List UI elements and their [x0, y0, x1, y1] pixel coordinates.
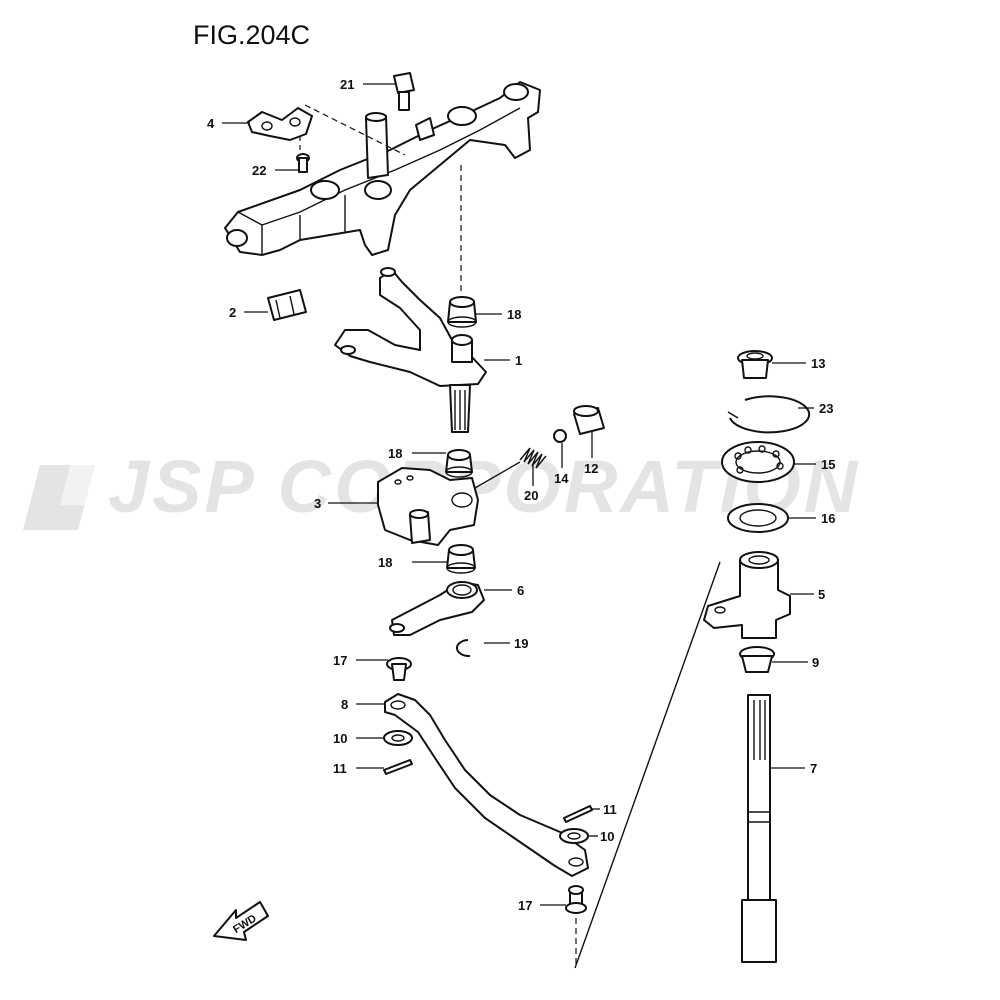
part-11-cotter-pin-lower — [563, 805, 593, 823]
part-12-sleeve — [573, 405, 605, 435]
callout-18-lower: 18 — [378, 555, 392, 570]
part-10-washer-lower — [559, 828, 589, 844]
part-5-rod-guide — [703, 551, 791, 639]
callout-11-lower: 11 — [603, 802, 617, 817]
callout-23: 23 — [819, 401, 833, 416]
part-15-bearing — [721, 441, 795, 483]
part-4-plate — [247, 107, 313, 141]
part-14-ball — [553, 429, 567, 443]
callout-2: 2 — [229, 305, 236, 320]
shift-bracket-housing — [224, 81, 541, 256]
callout-19: 19 — [514, 636, 528, 651]
callouts: 21 4 22 2 18 1 18 3 20 14 12 18 — [207, 77, 835, 913]
callout-5: 5 — [818, 587, 825, 602]
part-22-screw — [296, 153, 310, 173]
callout-20: 20 — [524, 488, 538, 503]
callout-17-upper: 17 — [333, 653, 347, 668]
part-13-plug — [737, 350, 773, 379]
callout-10-lower: 10 — [600, 829, 614, 844]
part-16-oil-seal — [727, 503, 789, 533]
part-11-cotter-pin-upper — [383, 759, 413, 775]
callout-18-upper: 18 — [507, 307, 521, 322]
callout-4: 4 — [207, 116, 215, 131]
part-17-collar-lower — [565, 885, 587, 914]
callout-13: 13 — [811, 356, 825, 371]
part-2-clip — [267, 289, 307, 321]
callout-22: 22 — [252, 163, 266, 178]
callout-15: 15 — [821, 457, 835, 472]
assembly-line-right — [574, 561, 721, 969]
callout-11-upper: 11 — [333, 761, 347, 776]
part-23-snap-ring — [727, 395, 811, 434]
part-1-shift-lever — [334, 267, 487, 433]
figure-title: FIG.204C — [193, 20, 310, 50]
fwd-arrow-icon: FWD — [213, 901, 269, 941]
callout-10-upper: 10 — [333, 731, 347, 746]
spring-axis-line — [474, 461, 521, 489]
part-9-seal — [739, 646, 775, 673]
callout-3: 3 — [314, 496, 321, 511]
part-21-bolt — [393, 72, 415, 111]
callout-16: 16 — [821, 511, 835, 526]
callout-1: 1 — [515, 353, 522, 368]
callout-9: 9 — [812, 655, 819, 670]
part-10-washer-upper — [383, 730, 413, 746]
callout-17-lower: 17 — [518, 898, 532, 913]
callout-18-middle: 18 — [388, 446, 402, 461]
part-8-link-rod — [384, 693, 589, 877]
part-18-bushing-upper — [447, 296, 477, 328]
callout-6: 6 — [517, 583, 524, 598]
callout-7: 7 — [810, 761, 817, 776]
callout-14: 14 — [554, 471, 569, 486]
part-17-collar-upper — [386, 657, 412, 681]
callout-8: 8 — [341, 697, 348, 712]
part-20-spring — [519, 447, 547, 469]
part-6-arm — [389, 581, 485, 636]
part-19-circlip — [456, 639, 471, 658]
part-3-cam-block — [377, 467, 479, 546]
callout-12: 12 — [584, 461, 598, 476]
callout-21: 21 — [340, 77, 354, 92]
part-18-bushing-middle — [445, 449, 473, 478]
part-18-bushing-lower — [446, 544, 476, 574]
part-7-shift-rod — [741, 694, 777, 963]
